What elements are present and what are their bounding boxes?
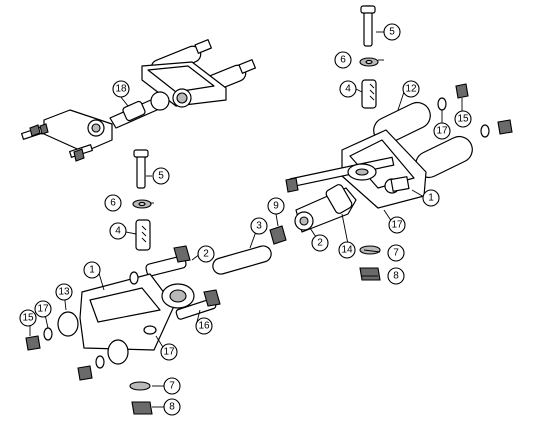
callout-4-top: 4 [339,80,357,98]
svg-text:18: 18 [115,84,127,95]
callout-17-left: 17 [34,300,52,318]
callout-14: 14 [338,241,356,259]
shaft [212,245,272,275]
callout-8-bottom: 8 [163,398,181,416]
svg-text:17: 17 [37,304,49,315]
svg-text:8: 8 [393,271,399,282]
callout-9: 9 [267,197,285,215]
svg-text:4: 4 [345,84,351,95]
callout-7-right: 7 [387,244,405,262]
callout-15-left: 15 [19,309,37,327]
callout-17-right: 17 [388,216,406,234]
callout-4-mid: 4 [109,222,127,240]
svg-text:8: 8 [169,402,175,413]
svg-text:15: 15 [22,313,34,324]
svg-text:3: 3 [256,221,262,232]
svg-text:14: 14 [341,245,353,256]
callout-3: 3 [250,217,268,235]
assembled-suspension-view [21,39,256,162]
svg-text:1: 1 [428,193,434,204]
callout-12: 12 [402,80,420,98]
svg-text:2: 2 [317,238,323,249]
callout-18: 18 [112,80,130,98]
callouts: 5 6 4 12 17 15 18 1 [19,23,472,416]
callout-17-top: 17 [433,122,451,140]
svg-text:6: 6 [340,55,346,66]
center-link-arm [269,184,381,281]
svg-text:15: 15 [457,114,469,125]
middle-pin-stack [132,149,152,251]
callout-5-top: 5 [383,23,401,41]
callout-2-right: 2 [311,234,329,252]
callout-2-left: 2 [197,245,215,263]
callout-16: 16 [195,317,213,335]
svg-text:17: 17 [436,126,448,137]
svg-text:17: 17 [163,347,175,358]
callout-1-right: 1 [422,189,440,207]
right-bracket-assembly [285,83,513,209]
callout-5-mid: 5 [152,167,170,185]
callout-8-right: 8 [387,267,405,285]
bottom-left-bracket-assembly [25,245,221,415]
svg-text:7: 7 [393,248,399,259]
callout-13: 13 [55,283,73,301]
callout-15-top: 15 [454,110,472,128]
svg-text:5: 5 [158,171,164,182]
callout-7-bottom: 7 [163,377,181,395]
svg-text:7: 7 [169,381,175,392]
svg-text:13: 13 [58,287,70,298]
top-pin-stack [359,5,379,109]
callout-6-mid: 6 [104,194,122,212]
svg-text:6: 6 [110,198,116,209]
svg-text:4: 4 [115,226,121,237]
callout-1-left: 1 [83,261,101,279]
svg-text:17: 17 [391,220,403,231]
svg-text:12: 12 [405,84,417,95]
svg-text:2: 2 [203,249,209,260]
svg-text:9: 9 [273,201,279,212]
callout-6-top: 6 [334,51,352,69]
svg-text:1: 1 [89,265,95,276]
callout-17-bottom: 17 [160,343,178,361]
svg-text:5: 5 [389,27,395,38]
svg-text:16: 16 [198,321,210,332]
